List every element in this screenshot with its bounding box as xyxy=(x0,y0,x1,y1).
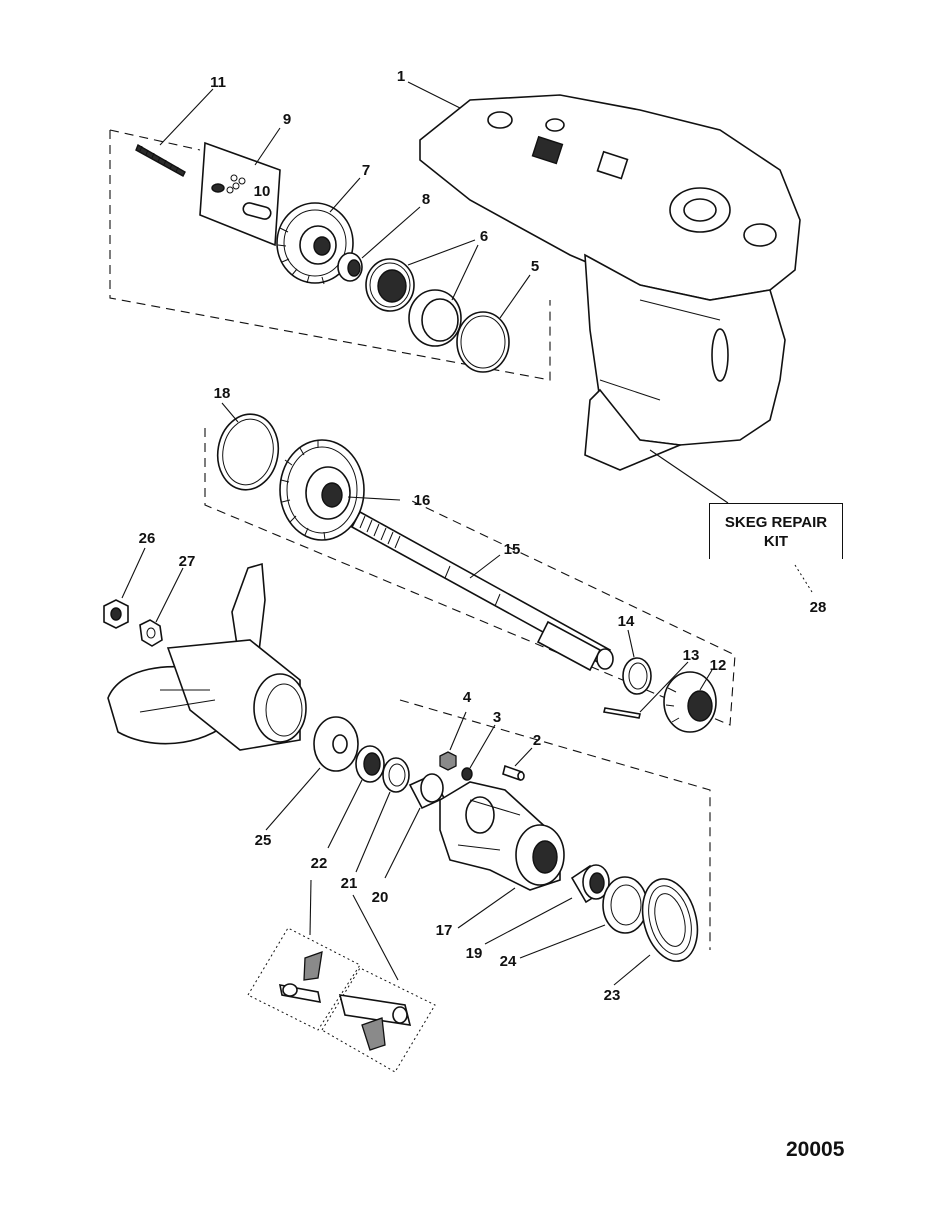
skeg-kit-line2: KIT xyxy=(763,533,789,550)
leader-1 xyxy=(407,81,461,109)
reverse-gear-12 xyxy=(663,671,717,733)
callout-9: 9 xyxy=(283,111,291,128)
callout-28: 28 xyxy=(810,599,827,616)
drawing-number: 20005 xyxy=(786,1138,845,1161)
callout-21: 21 xyxy=(341,875,358,892)
callout-10: 10 xyxy=(254,183,271,200)
skeg-kit-line1: SKEG REPAIR xyxy=(724,514,828,531)
clutch-14 xyxy=(622,657,652,695)
callout-20: 20 xyxy=(372,889,389,906)
needle-bearing-20 xyxy=(408,773,446,810)
callout-1: 1 xyxy=(397,68,405,85)
leader-15 xyxy=(469,554,501,579)
shim-ring-5 xyxy=(456,311,510,373)
leader-skeg-housing xyxy=(649,449,729,504)
callout-26: 26 xyxy=(139,530,156,547)
leader-7 xyxy=(329,177,361,213)
pin-13 xyxy=(603,707,641,719)
callout-5: 5 xyxy=(531,258,539,275)
callout-11: 11 xyxy=(210,74,226,91)
leader-4 xyxy=(449,711,467,751)
nut-4 xyxy=(439,751,457,771)
leader-6a xyxy=(407,239,476,266)
leader-5 xyxy=(499,274,531,319)
forward-gear xyxy=(279,439,365,541)
group-outline-bottom xyxy=(399,699,711,950)
callout-12: 12 xyxy=(710,657,727,674)
washer-3 xyxy=(461,767,473,781)
bearing-carrier xyxy=(439,781,565,891)
callout-2: 2 xyxy=(533,732,541,749)
thrust-washer-25 xyxy=(313,716,359,772)
callout-22: 22 xyxy=(311,855,328,872)
prop-nut xyxy=(103,599,129,629)
seal-22 xyxy=(355,745,385,783)
seal-21 xyxy=(382,757,410,793)
leader-2 xyxy=(514,747,533,767)
seal-detail-inset-22 xyxy=(247,927,361,1031)
group-outline-top xyxy=(109,129,551,381)
leader-8 xyxy=(361,206,421,259)
callout-18: 18 xyxy=(214,385,231,402)
leader-24 xyxy=(519,924,606,959)
callout-8: 8 xyxy=(422,191,430,208)
leader-22-inset xyxy=(309,879,312,936)
thrust-bearing-23 xyxy=(641,878,699,962)
leader-23 xyxy=(613,954,651,986)
leader-21 xyxy=(355,791,391,873)
leader-6b xyxy=(451,244,479,301)
leader-22 xyxy=(327,779,363,849)
leader-9 xyxy=(254,127,281,166)
leader-27 xyxy=(155,567,184,623)
callout-4: 4 xyxy=(463,689,472,706)
callout-16: 16 xyxy=(414,492,431,509)
callout-6: 6 xyxy=(480,228,488,245)
callout-7: 7 xyxy=(362,162,370,179)
callout-19: 19 xyxy=(466,945,483,962)
stud-screw xyxy=(135,143,186,177)
callout-15: 15 xyxy=(504,541,521,558)
leader-18 xyxy=(221,402,239,423)
leader-12 xyxy=(699,669,713,691)
leader-28 xyxy=(794,564,813,593)
leader-3 xyxy=(469,724,496,769)
propeller xyxy=(107,562,307,751)
leader-16 xyxy=(347,496,401,501)
callout-24: 24 xyxy=(500,953,517,970)
callout-23: 23 xyxy=(604,987,621,1004)
gear-housing xyxy=(419,94,801,471)
propeller-shaft xyxy=(350,510,614,672)
stud-2 xyxy=(502,764,525,782)
bearing-race-6 xyxy=(408,289,462,347)
tab-washer xyxy=(139,619,163,647)
roller-bearing-8 xyxy=(337,252,363,282)
roller-bearing-19 xyxy=(570,864,610,904)
leader-13 xyxy=(639,661,689,713)
leader-21-inset xyxy=(352,894,399,981)
tapered-bearing-6 xyxy=(365,258,415,312)
o-ring-18 xyxy=(216,413,280,491)
callout-25: 25 xyxy=(255,832,272,849)
callout-3: 3 xyxy=(493,709,501,726)
thrust-washer-24 xyxy=(602,876,648,934)
pinion-gear xyxy=(276,202,354,285)
callout-27: 27 xyxy=(179,553,196,570)
callout-14: 14 xyxy=(618,613,635,630)
leader-11 xyxy=(159,88,214,146)
leader-20 xyxy=(384,807,421,879)
callout-13: 13 xyxy=(683,647,700,664)
leader-17 xyxy=(457,887,516,929)
skeg-repair-kit-label: SKEG REPAIR KIT xyxy=(709,503,843,559)
leader-26 xyxy=(121,547,146,599)
callout-17: 17 xyxy=(436,922,453,939)
leader-14 xyxy=(627,629,635,658)
decal-plate xyxy=(199,141,281,247)
seal-detail-inset-21 xyxy=(321,967,436,1073)
group-outline-middle xyxy=(204,428,736,726)
leader-25 xyxy=(265,767,321,831)
leader-19 xyxy=(484,897,573,945)
